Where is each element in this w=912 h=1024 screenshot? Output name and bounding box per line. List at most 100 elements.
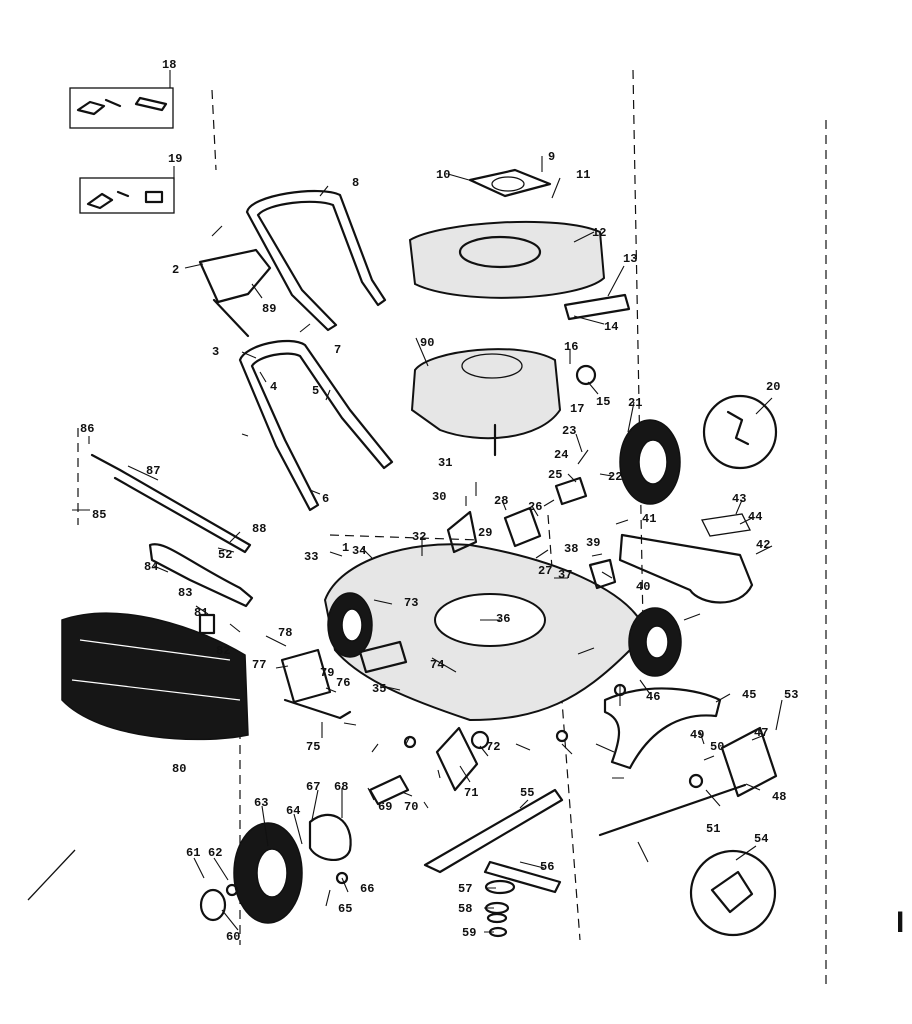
lift-rod-part [90, 453, 252, 554]
callout: 53 [784, 688, 798, 702]
callout: 29 [478, 526, 492, 540]
callout: 84 [144, 560, 158, 574]
callout: 23 [562, 424, 576, 438]
washer-57 [484, 879, 516, 895]
gear-71-part [435, 726, 479, 792]
deck-wheel-left-hub [341, 608, 363, 642]
callout: 28 [494, 494, 508, 508]
guide-line [27, 849, 76, 901]
front-wheel-hub [256, 848, 288, 898]
callout: 16 [564, 340, 578, 354]
callout: 72 [486, 740, 500, 754]
callout: 69 [378, 800, 392, 814]
callout: 51 [706, 822, 720, 836]
grass-bag-part [61, 612, 249, 741]
kit-19-box [79, 177, 175, 214]
washer-72-part [470, 730, 490, 750]
callout: 73 [404, 596, 418, 610]
axle-rod-part [598, 783, 747, 837]
top-plate-part [468, 168, 552, 198]
callout: 57 [458, 882, 472, 896]
callout: 76 [336, 676, 350, 690]
callout: 18 [162, 58, 176, 72]
callout: 79 [320, 666, 334, 680]
leader-lines [72, 70, 783, 933]
engine-top-screen [461, 353, 523, 379]
callout: 59 [462, 926, 476, 940]
callout: 3 [212, 345, 219, 359]
callout: 83 [178, 586, 192, 600]
callout: 44 [748, 510, 762, 524]
callout: 31 [438, 456, 452, 470]
nut-66-part [335, 871, 349, 885]
callout: 35 [372, 682, 386, 696]
callout: 71 [464, 786, 478, 800]
callout: 34 [352, 544, 366, 558]
callout: 37 [558, 568, 572, 582]
wheel-plate-part [308, 813, 352, 861]
rod-75-part [283, 698, 352, 720]
callout: 13 [623, 252, 637, 266]
callout: 15 [596, 395, 610, 409]
callout: 89 [262, 302, 276, 316]
callout: 80 [172, 762, 186, 776]
callout: 87 [146, 464, 160, 478]
grass-bag-texture [71, 639, 241, 701]
blade-part [423, 788, 564, 874]
washer-51-part [688, 773, 704, 789]
callout: 65 [338, 902, 352, 916]
callout: 24 [554, 448, 568, 462]
guide-line [632, 69, 644, 626]
upper-handle-part [245, 189, 387, 332]
callout: 68 [334, 780, 348, 794]
kit-18-box [69, 87, 174, 129]
callout: 43 [732, 492, 746, 506]
callout: 86 [80, 422, 94, 436]
callout: 90 [420, 336, 434, 350]
engine-shroud-opening [458, 235, 542, 269]
callout: 36 [496, 612, 510, 626]
gear-plate-part [720, 726, 778, 798]
callout: 26 [528, 500, 542, 514]
callout: 33 [304, 550, 318, 564]
callout: 63 [254, 796, 268, 810]
callout: 47 [754, 726, 768, 740]
callout: 40 [636, 580, 650, 594]
callout: 11 [576, 168, 590, 182]
callout: 85 [92, 508, 106, 522]
callout: 12 [592, 226, 606, 240]
callout: 1 [342, 541, 349, 555]
bracket-70-part [368, 774, 410, 806]
callout: 54 [754, 832, 768, 846]
hubcap-part [199, 888, 227, 922]
callout: 41 [642, 512, 656, 526]
callout: 88 [252, 522, 266, 536]
callout: 52 [218, 548, 232, 562]
inset-54-part [710, 870, 754, 914]
callout: 49 [690, 728, 704, 742]
height-bracket-part [603, 687, 722, 770]
kit-18-parts [76, 96, 168, 116]
bracket-25-part [554, 476, 588, 506]
guide-line [547, 514, 581, 941]
callout: 42 [756, 538, 770, 552]
inset-20-part [726, 410, 750, 446]
callout: 45 [742, 688, 756, 702]
callout: 27 [538, 564, 552, 578]
callout: 8 [352, 176, 359, 190]
nut-62-part [225, 883, 239, 897]
callout: 67 [306, 780, 320, 794]
callout: 75 [306, 740, 320, 754]
callout: 62 [208, 846, 222, 860]
washer-58b [486, 912, 508, 924]
knob-15-part [575, 364, 597, 386]
callout: 46 [646, 690, 660, 704]
bracket-30-part [446, 510, 478, 554]
callout: 7 [334, 343, 341, 357]
callout: 78 [278, 626, 292, 640]
chute-label-part [701, 513, 751, 537]
deck-wheel-right-hub [645, 625, 669, 659]
callout: 20 [766, 380, 780, 394]
callout: 32 [412, 530, 426, 544]
